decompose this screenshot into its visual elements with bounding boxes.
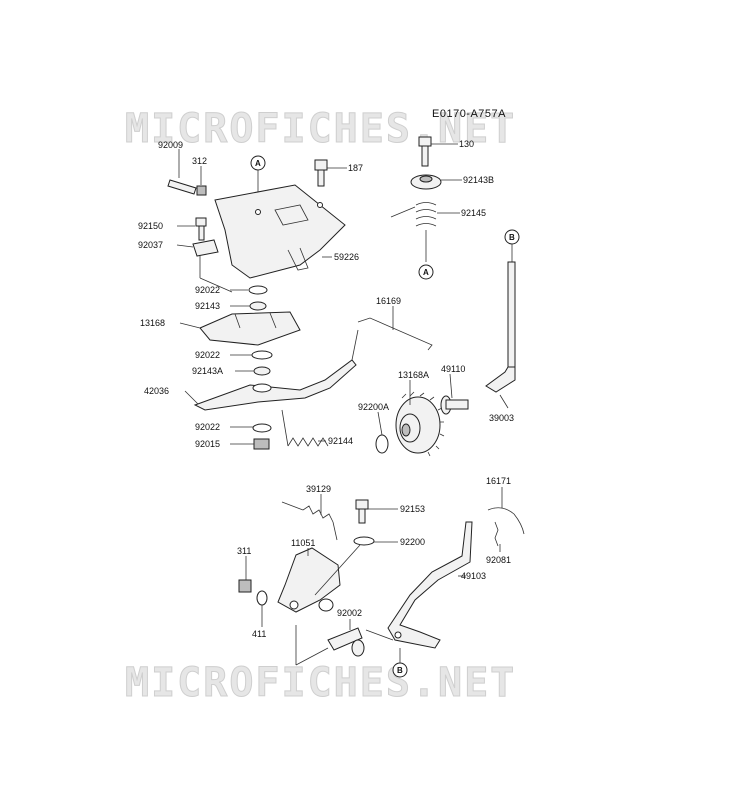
bolt-92009-drawing bbox=[167, 179, 197, 195]
nut-312-drawing bbox=[196, 185, 207, 196]
gear-49110-drawing bbox=[395, 391, 445, 457]
label-92037: 92037 bbox=[138, 240, 163, 250]
label-92153: 92153 bbox=[400, 504, 425, 514]
bolt-92150-drawing bbox=[195, 217, 207, 241]
plate-13168-drawing bbox=[199, 311, 301, 346]
bolt-187-drawing bbox=[314, 159, 328, 187]
label-39003: 39003 bbox=[489, 413, 514, 423]
label-92145: 92145 bbox=[461, 208, 486, 218]
diagram-code: E0170-A757A bbox=[432, 108, 506, 120]
watermark-bottom: MICROFICHES.NET bbox=[125, 660, 516, 706]
callout-a-right bbox=[418, 264, 434, 280]
label-92200A: 92200A bbox=[358, 402, 389, 412]
washer-92022a-drawing bbox=[248, 285, 268, 295]
arm-49103-drawing bbox=[387, 521, 473, 649]
label-92022-b: 92022 bbox=[195, 350, 220, 360]
spring-92145-drawing bbox=[390, 202, 437, 262]
label-130: 130 bbox=[459, 139, 474, 149]
label-311: 311 bbox=[237, 546, 251, 556]
label-92150: 92150 bbox=[138, 221, 163, 231]
washer-92200-drawing bbox=[353, 536, 375, 546]
label-13168A: 42036 bbox=[144, 386, 169, 396]
bracket-59226-drawing bbox=[214, 184, 346, 279]
rod-39003-drawing bbox=[485, 261, 516, 393]
pin-92002-drawing bbox=[327, 627, 365, 657]
shaft-42036-drawing bbox=[440, 395, 469, 415]
washer-92022b-drawing bbox=[251, 350, 273, 360]
label-92009: 92009 bbox=[158, 140, 183, 150]
label-92143: 92143 bbox=[195, 301, 220, 311]
label-49110: 13168A bbox=[398, 370, 429, 380]
callout-a-left-label: A bbox=[255, 159, 261, 168]
bolt-130-drawing bbox=[418, 136, 432, 167]
label-92015: 92015 bbox=[195, 439, 220, 449]
label-92022-a: 92022 bbox=[195, 285, 220, 295]
label-312: 312 bbox=[192, 156, 207, 166]
label-11051: 11051 bbox=[291, 538, 315, 548]
watermark-top: MICROFICHES.NET bbox=[125, 106, 516, 152]
label-39129: 39129 bbox=[306, 484, 331, 494]
clip-92037-drawing bbox=[192, 239, 219, 257]
label-92144: 92144 bbox=[328, 436, 353, 446]
label-49103: 49103 bbox=[461, 571, 486, 581]
rod-16169-drawing bbox=[357, 317, 433, 351]
damper-92143B-drawing bbox=[410, 174, 442, 190]
label-16171: 16171 bbox=[486, 476, 511, 486]
label-92081: 92081 bbox=[486, 555, 511, 565]
label-92143B: 92143B bbox=[463, 175, 494, 185]
callout-b-top-label: B bbox=[509, 233, 515, 242]
callout-b-bottom-label: B bbox=[397, 666, 403, 675]
label-92022-c: 92022 bbox=[195, 422, 220, 432]
label-92200: 92200 bbox=[400, 537, 425, 547]
label-16169: 16169 bbox=[376, 296, 401, 306]
bolt-92153-drawing bbox=[355, 499, 369, 524]
washer-92200A-drawing bbox=[375, 434, 389, 454]
nut-92015-drawing bbox=[253, 438, 270, 450]
label-59226: 59226 bbox=[334, 252, 359, 262]
label-92002: 92002 bbox=[337, 608, 362, 618]
spring-92081-drawing bbox=[494, 521, 499, 547]
label-42036: 49110 bbox=[441, 364, 465, 374]
spring-39129-drawing bbox=[281, 501, 338, 541]
callout-a-right-label: A bbox=[423, 268, 429, 277]
lever-13168A-drawing bbox=[193, 329, 359, 411]
collar-92143A-drawing bbox=[253, 366, 271, 376]
label-92143A: 92143A bbox=[192, 366, 223, 376]
washer-411-drawing bbox=[256, 590, 268, 606]
lever-11051-drawing bbox=[277, 544, 361, 613]
label-411: 411 bbox=[252, 629, 266, 639]
label-187: 187 bbox=[348, 163, 363, 173]
spring-16171-drawing bbox=[487, 507, 525, 535]
label-13168: 13168 bbox=[140, 318, 165, 328]
nut-311-drawing bbox=[238, 579, 252, 593]
collar-92143-drawing bbox=[249, 301, 267, 311]
washer-92022c-drawing bbox=[252, 423, 272, 433]
